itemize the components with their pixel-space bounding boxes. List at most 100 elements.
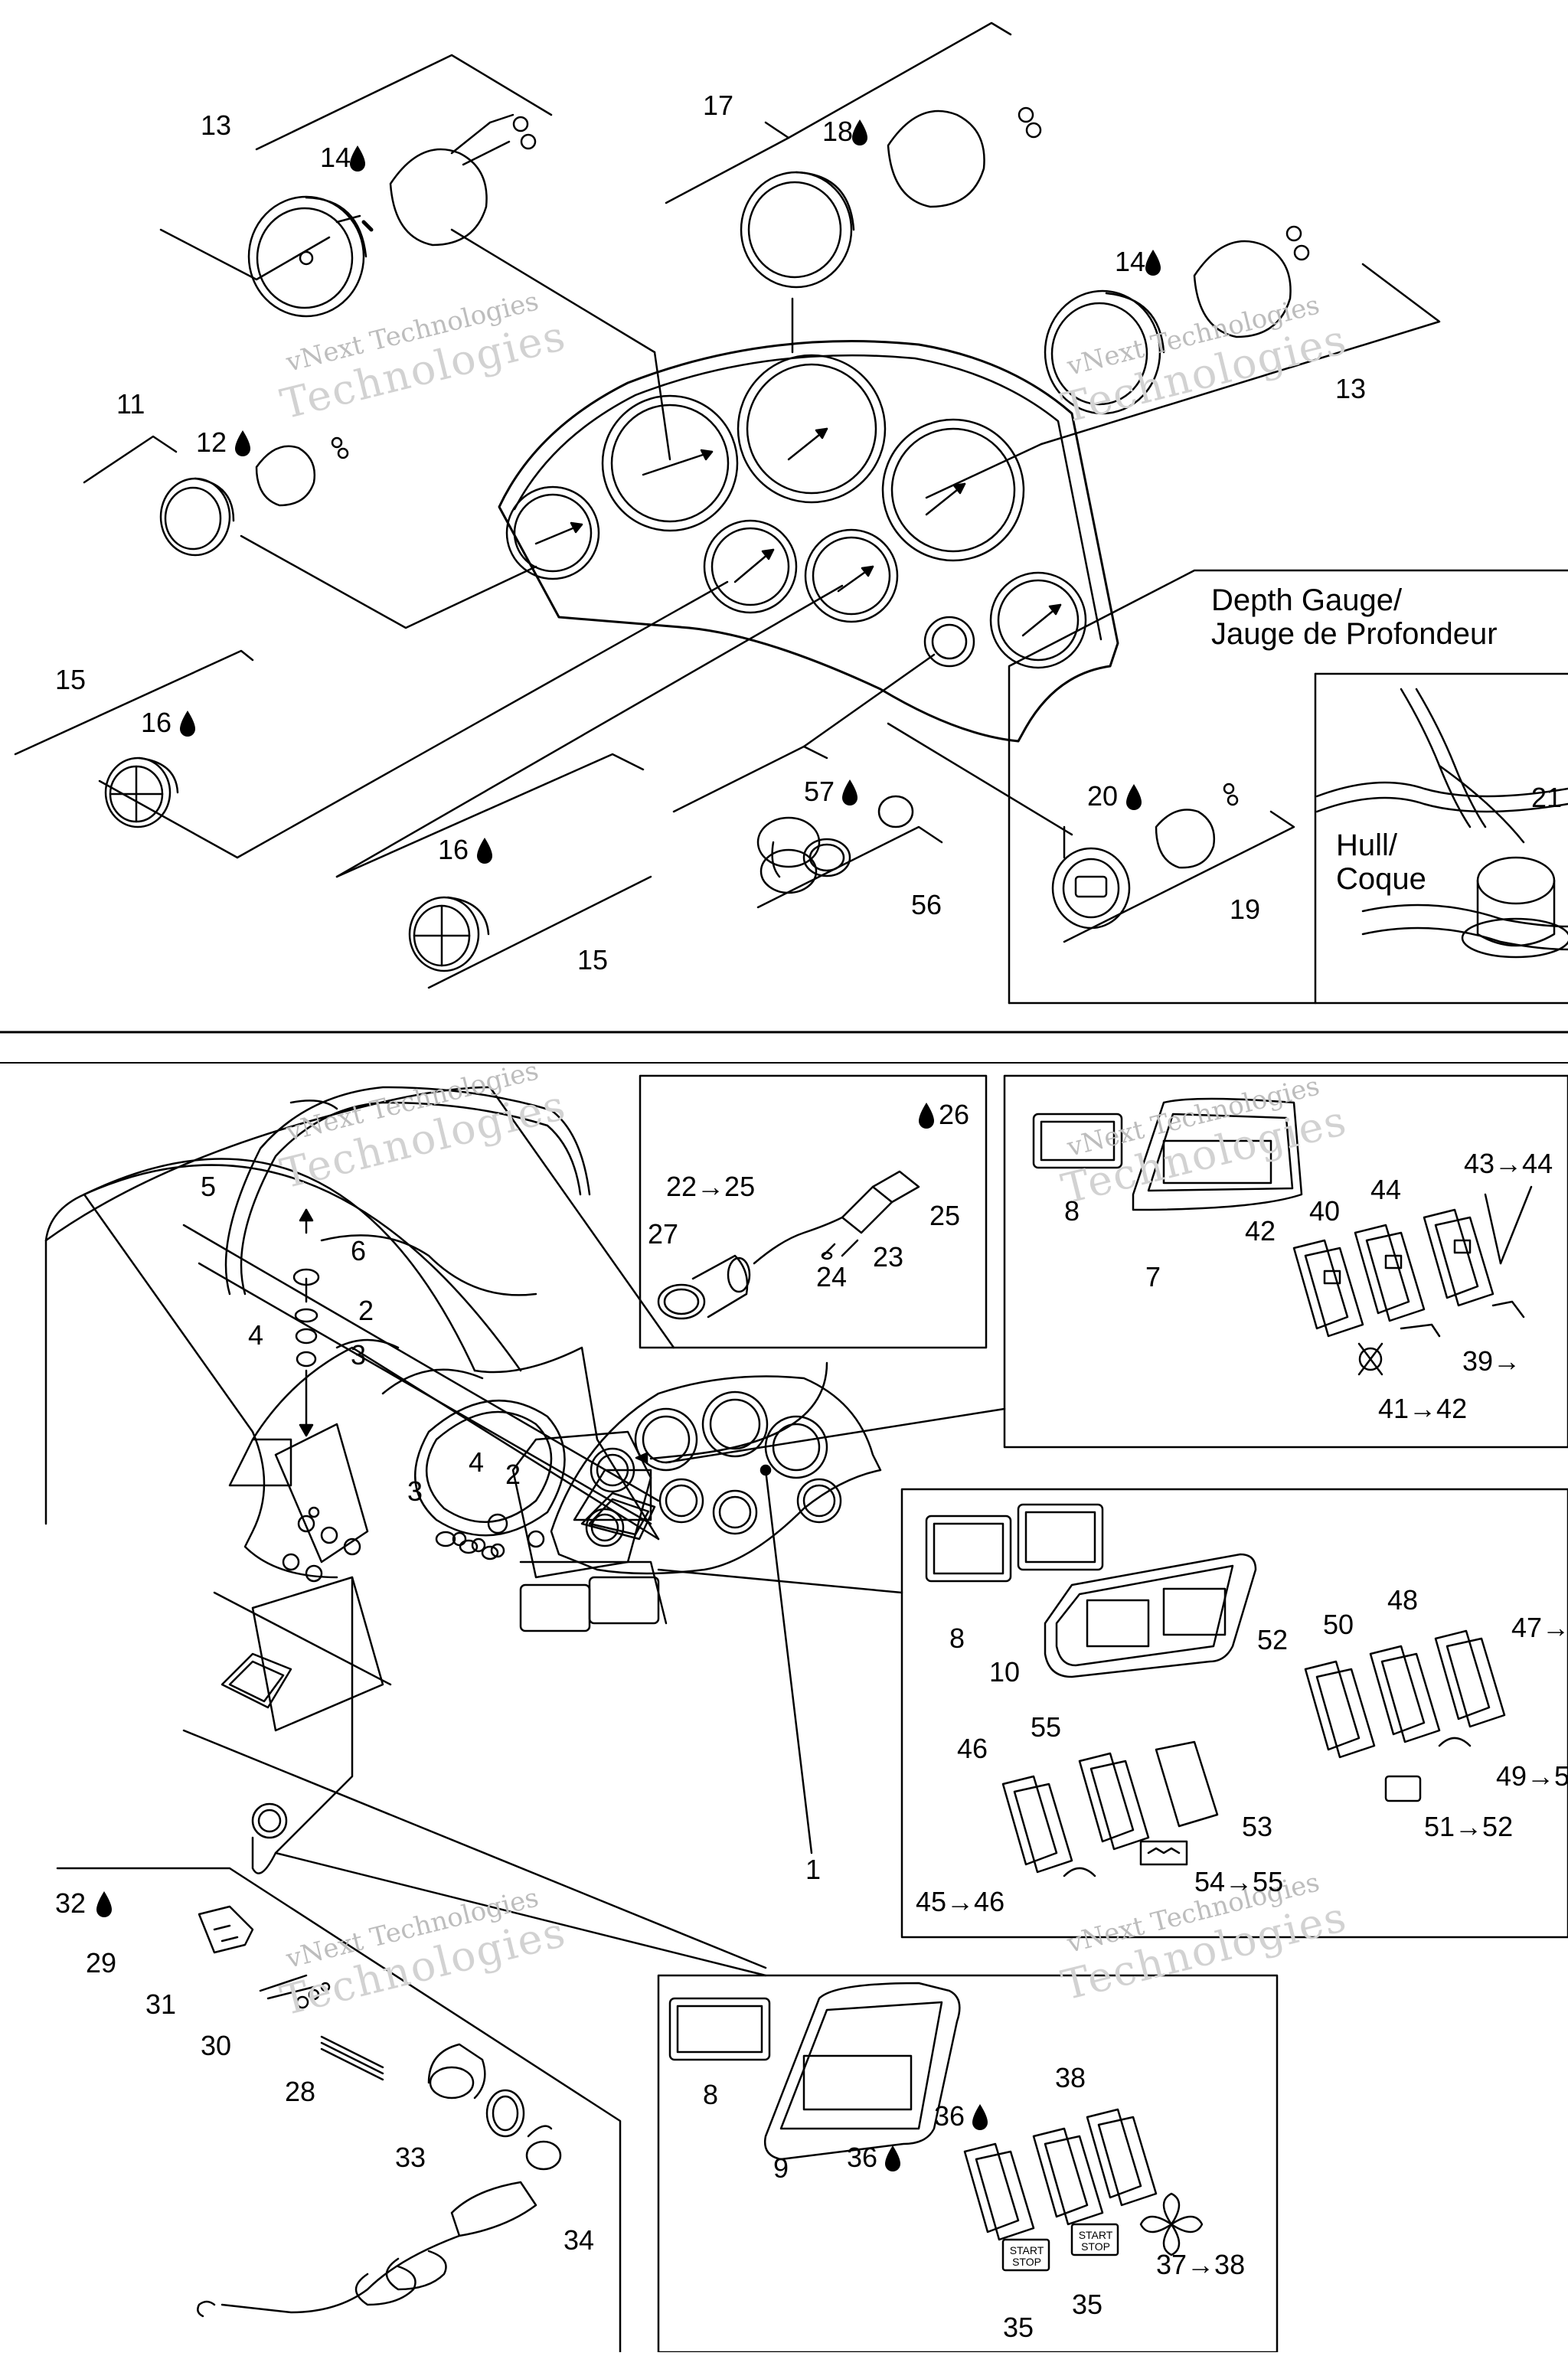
callout-14a: 14 [320, 142, 351, 173]
callout-22-25: 22→25 [666, 1171, 756, 1202]
callout-35b: 35 [1072, 2289, 1103, 2320]
gauge-13a [247, 113, 537, 318]
callout-4a: 4 [248, 1319, 264, 1351]
callout-19: 19 [1230, 894, 1261, 925]
callout-12: 12 [196, 426, 227, 458]
callout-55: 55 [1031, 1711, 1062, 1743]
callout-39: 39→ [1462, 1345, 1521, 1377]
callout-9: 9 [773, 2152, 789, 2184]
callout-52: 52 [1257, 1624, 1289, 1655]
hull-title-line2: Coque [1336, 862, 1426, 896]
hull-title: Hull/ Coque [1336, 828, 1426, 896]
switch-panel-box-9 [274, 1851, 1279, 2354]
gauge-13b [1044, 225, 1310, 415]
callout-10: 10 [989, 1656, 1021, 1688]
console-switch-windows [220, 1492, 660, 1709]
callout-36a: 36 [934, 2100, 965, 2132]
depth-gauge-title-line1: Depth Gauge/ [1211, 583, 1403, 617]
switch-36a [963, 2142, 1035, 2241]
depth-gauge-title: Depth Gauge/ Jauge de Profondeur [1211, 583, 1498, 651]
key-switch-box [56, 1729, 767, 2354]
switch-42 [1292, 1239, 1364, 1338]
switch-36b [1032, 2127, 1104, 2226]
transducer-21 [1315, 688, 1568, 959]
callout-44: 44 [1370, 1174, 1402, 1205]
callout-38: 38 [1055, 2062, 1086, 2093]
switch-55 [1078, 1752, 1150, 1851]
windshield-hardware [292, 1208, 499, 1560]
switch-52 [1304, 1660, 1376, 1759]
callout-4b: 4 [469, 1446, 485, 1478]
leader-box-11 [83, 435, 537, 629]
callout-8b: 8 [949, 1622, 965, 1654]
callout-18: 18 [822, 116, 854, 147]
callout-16a: 16 [141, 707, 172, 738]
switch-44 [1423, 1208, 1494, 1307]
callout-40: 40 [1309, 1195, 1341, 1227]
callout-5: 5 [201, 1171, 217, 1202]
gauge-panel-1 [550, 1375, 882, 1854]
callout-29: 29 [86, 1947, 117, 1979]
callout-32: 32 [55, 1887, 87, 1919]
callout-7: 7 [1145, 1261, 1161, 1292]
switch-50 [1369, 1645, 1441, 1743]
callout-13a: 13 [201, 109, 232, 141]
callout-54-55: 54→55 [1194, 1866, 1284, 1897]
start-stop-label: START STOP [1009, 2244, 1044, 2268]
callout-33: 33 [395, 2142, 426, 2173]
callout-57: 57 [804, 776, 835, 807]
switch-48 [1434, 1629, 1506, 1728]
callout-30: 30 [201, 2030, 232, 2061]
callout-11: 11 [116, 388, 145, 420]
callout-37-38: 37→38 [1156, 2249, 1246, 2280]
leader-box-17 [665, 21, 1012, 354]
callout-41-42: 41→42 [1378, 1393, 1468, 1424]
callout-49: 49→5 [1496, 1760, 1568, 1792]
callout-47: 47→ [1511, 1612, 1568, 1643]
callout-3a: 3 [351, 1339, 367, 1371]
callout-36b: 36 [847, 2142, 878, 2173]
callout-13b: 13 [1335, 373, 1367, 404]
callout-45-46: 45→46 [916, 1886, 1005, 1917]
callout-25: 25 [929, 1200, 961, 1231]
callout-50: 50 [1323, 1609, 1354, 1640]
leader-box-56 [672, 653, 943, 909]
gauge-16b [408, 896, 490, 972]
switch-38 [1086, 2108, 1158, 2207]
depth-gauge-box [887, 569, 1568, 1005]
switch-53 [1155, 1740, 1219, 1828]
console-fasteners [282, 1506, 505, 1583]
console-body [44, 1086, 675, 1874]
leader-box-13a [159, 54, 671, 461]
callout-21: 21 [1531, 782, 1563, 813]
callout-46: 46 [957, 1733, 988, 1764]
callout-43-44: 43→44 [1464, 1148, 1553, 1179]
callout-28: 28 [285, 2076, 316, 2107]
callout-8a: 8 [1064, 1195, 1080, 1227]
callout-24: 24 [816, 1261, 848, 1292]
callout-27: 27 [648, 1218, 679, 1250]
callout-8c: 8 [703, 2079, 719, 2110]
callout-48: 48 [1387, 1584, 1419, 1616]
callout-2a: 2 [358, 1295, 374, 1326]
switch-panel-box-10 [657, 1488, 1568, 1939]
callout-20: 20 [1087, 780, 1119, 812]
callout-34: 34 [564, 2224, 595, 2256]
callout-23: 23 [873, 1241, 904, 1273]
callout-51-52: 51→52 [1424, 1811, 1514, 1842]
hull-title-line1: Hull/ [1336, 828, 1398, 862]
gauge-18 [740, 106, 1042, 289]
leader-box-13b [925, 263, 1441, 499]
callout-15b: 15 [577, 944, 609, 975]
gauge-16a [104, 756, 179, 828]
callout-56: 56 [911, 889, 942, 920]
depth-gauge-title-line2: Jauge de Profondeur [1211, 617, 1498, 651]
depth-gauge-20 [1051, 783, 1239, 930]
leader-box-15b [335, 584, 844, 989]
callout-17: 17 [703, 90, 734, 121]
windshield-5 [224, 1086, 591, 1296]
callout-16b: 16 [438, 834, 469, 865]
callout-15a: 15 [55, 664, 87, 695]
